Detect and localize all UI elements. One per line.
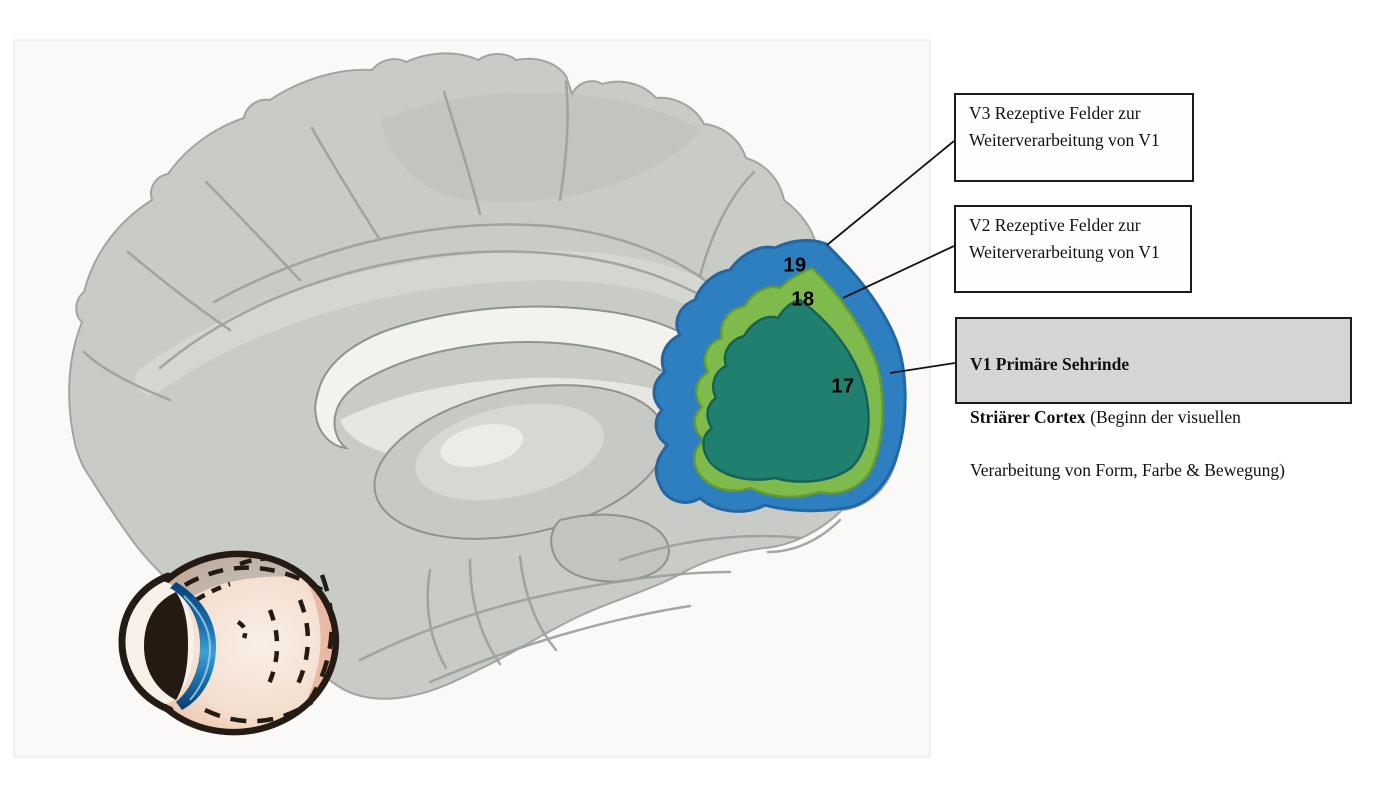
cornea-outline	[118, 572, 174, 714]
callout-v1-subtitle-bold: Striärer Cortex	[970, 406, 1086, 427]
leader-line-v2	[842, 245, 955, 299]
pupil	[144, 592, 188, 700]
leader-line-v3	[826, 140, 955, 246]
area-v1-teal	[702, 298, 870, 483]
eye-illustration	[118, 544, 345, 736]
eyeball-dash-texture	[183, 556, 334, 724]
callout-v1-box: V1 Primäre Sehrinde Striärer Cortex(Begi…	[955, 317, 1352, 480]
brain-outline	[68, 52, 905, 700]
area-label-17: 17	[831, 375, 855, 398]
midbrain	[550, 513, 670, 583]
gyrus-shading	[380, 92, 700, 202]
area-label-19: 19	[783, 254, 807, 277]
leader-lines	[826, 140, 956, 374]
brain-illustration	[68, 52, 907, 700]
callout-v1-description: Verarbeitung von Form, Farbe & Bewegung)	[970, 459, 1285, 480]
thalamus	[373, 384, 667, 540]
callout-v1-subtitle-rest: (Beginn der visuellen	[1090, 406, 1241, 427]
callout-v2-box: V2 Rezeptive Felder zur Weiterverarbeitu…	[954, 205, 1192, 293]
callout-v3-box: V3 Rezeptive Felder zur Weiterverarbeitu…	[954, 93, 1194, 182]
callout-v1-title: V1 Primäre Sehrinde	[970, 353, 1130, 374]
area-label-18: 18	[791, 288, 815, 311]
leader-line-v1	[889, 362, 956, 374]
iris-highlight	[183, 595, 212, 701]
callout-v1-subtitle: Striärer Cortex(Beginn der visuellen	[970, 404, 1340, 431]
sulci-lines	[82, 80, 842, 684]
